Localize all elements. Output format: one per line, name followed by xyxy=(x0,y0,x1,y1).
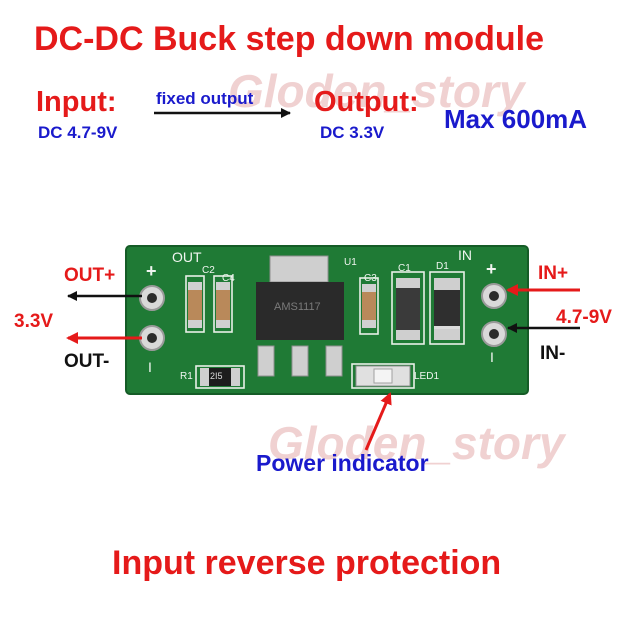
silk-led1: LED1 xyxy=(414,371,440,382)
silk-plus-left: + xyxy=(146,261,157,281)
power-indicator-label: Power indicator xyxy=(256,450,429,476)
watermark-bottom: Gloden_story xyxy=(268,417,565,469)
output-spec: DC 3.3V xyxy=(320,123,385,142)
max-current: Max 600mA xyxy=(444,104,588,134)
silk-out: OUT xyxy=(172,249,202,265)
page-title: DC-DC Buck step down module xyxy=(34,20,545,58)
silk-minus-right: I xyxy=(490,349,494,365)
pcb-board xyxy=(125,245,529,395)
silk-plus-right: + xyxy=(486,259,497,279)
in-minus-label: IN- xyxy=(540,343,566,364)
silk-c1: C1 xyxy=(398,263,411,274)
input-spec: DC 4.7-9V xyxy=(38,123,118,142)
input-label: Input: xyxy=(36,86,117,118)
silk-resistor: 2I5 xyxy=(210,371,223,381)
silk-minus-left: I xyxy=(148,359,152,375)
silk-u1: U1 xyxy=(344,257,357,268)
silk-c2: C2 xyxy=(202,265,215,276)
silk-c4: C4 xyxy=(222,273,235,284)
in-plus-label: IN+ xyxy=(538,263,569,284)
silk-r1: R1 xyxy=(180,371,193,382)
output-label: Output: xyxy=(314,86,419,118)
arrow-caption: fixed output xyxy=(156,89,254,108)
out-plus-label: OUT+ xyxy=(64,265,116,286)
out-voltage-label: 3.3V xyxy=(14,311,54,332)
silk-d1: D1 xyxy=(436,261,449,272)
out-minus-label: OUT- xyxy=(64,351,110,372)
silk-chip: AMS1117 xyxy=(274,301,321,313)
silk-in: IN xyxy=(458,247,472,263)
watermark-top: Gloden_story xyxy=(228,65,525,117)
in-voltage-label: 4.7-9V xyxy=(556,307,612,328)
silk-c3: C3 xyxy=(364,273,377,284)
power-indicator-arrow xyxy=(364,392,392,451)
footer-text: Input reverse protection xyxy=(112,544,502,582)
